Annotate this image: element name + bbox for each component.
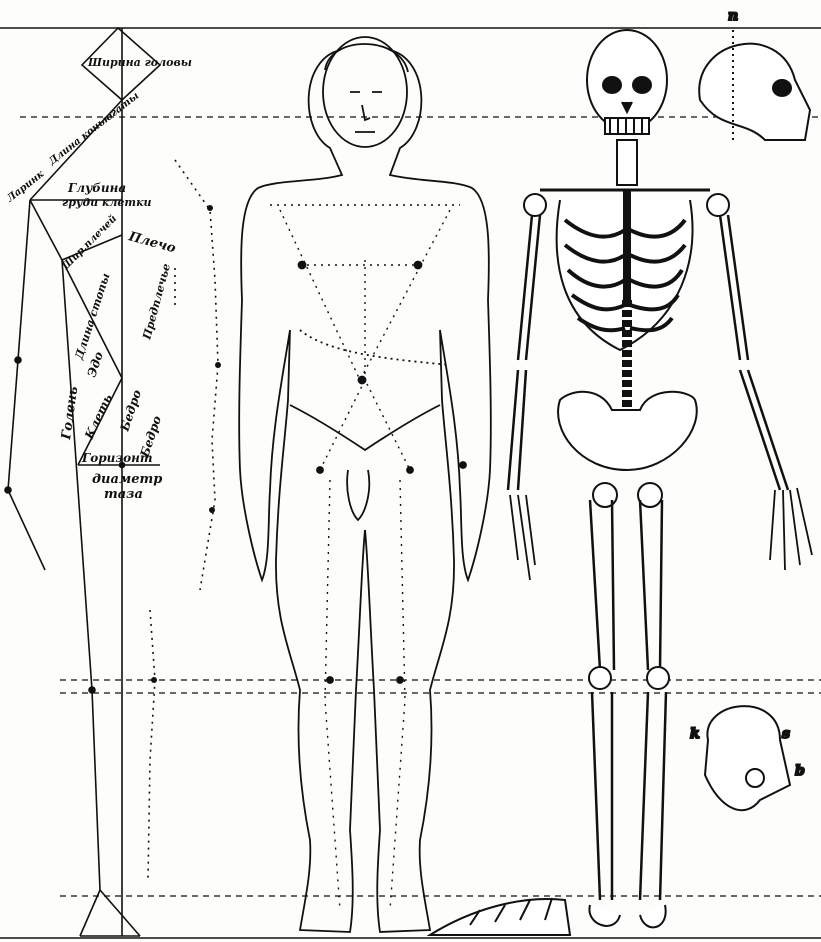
label-chest-depth-2: груди клетки — [62, 196, 152, 209]
label-neck-length: Длина коньюгаты — [46, 90, 141, 168]
label-shin: Голень — [59, 385, 81, 441]
label-foot: Эдо — [85, 350, 106, 379]
pelvis-side-view: k s b — [690, 706, 805, 810]
foot-bones — [430, 898, 570, 935]
pelvis-label-b: b — [795, 763, 805, 779]
human-figure — [239, 37, 491, 932]
label-pelvis-diameter-1: диаметр — [92, 472, 162, 487]
label-horizon: Горизонт — [81, 451, 153, 465]
label-shoulder: Плечо — [126, 229, 178, 256]
label-chest-depth-1: Глубина — [67, 181, 126, 195]
pelvis-label-s: s — [782, 726, 790, 742]
label-shoulder-width: Шир.плечей — [60, 213, 120, 273]
skull-label: n — [728, 8, 738, 24]
label-head-width: Ширина головы — [87, 56, 192, 69]
pelvis-label-k: k — [690, 726, 700, 742]
label-pelvis-diameter-2: таза — [104, 487, 143, 502]
scheme-labels: Ширина головы Длина коньюгаты Ларинк Глу… — [4, 56, 192, 502]
label-rib-cage: Клеть — [82, 392, 115, 442]
label-forearm: Предплечье — [140, 262, 173, 342]
